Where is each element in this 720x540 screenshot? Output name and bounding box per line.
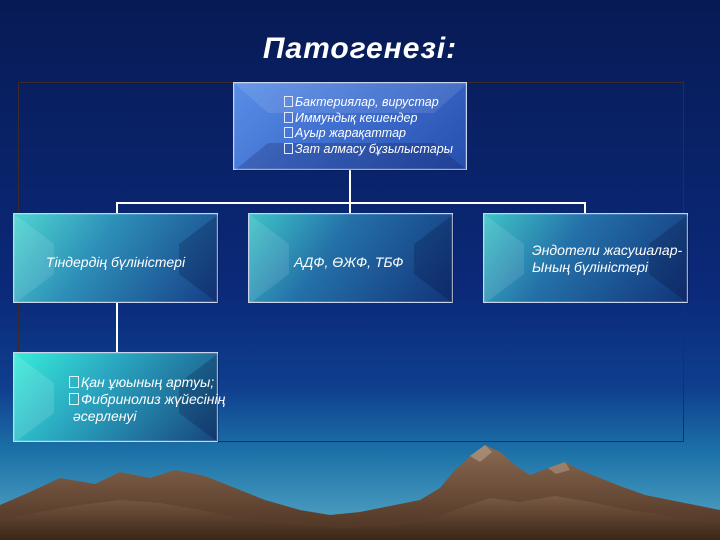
sub-item-text: Қан ұюының артуы; [81,374,215,390]
root-item-text: Ауыр жарақаттар [295,126,406,140]
root-item-text: Зат алмасу бұзылыстары [295,141,453,156]
connector-child-2 [349,202,351,214]
bullet-box-icon [284,111,293,123]
root-item-text: Бактериялар, вирустар [295,95,439,109]
slide-title: Патогенезі: [262,32,458,65]
sub-item: Қан ұюының артуы; [69,374,225,391]
bullet-box-icon [284,142,293,154]
root-item-text: Иммундық кешендер [295,110,418,125]
child-text-line: Эндотели жасушалар- [532,242,683,258]
child-text: АДФ, ӨЖФ, ТБФ [294,254,404,270]
bullet-box-icon [284,96,293,107]
bullet-box-icon [69,393,79,405]
root-item: Зат алмасу бұзылыстары [284,142,453,158]
sub-item-text: әсерленуі [73,408,137,424]
root-cause-list: Бактериялар, вирустар Иммундық кешендер … [284,95,453,157]
connector-sub [116,303,118,353]
sub-item: Фибринолиз жүйесінің [69,391,225,408]
child-text: Эндотели жасушалар- Ының бүліністері [532,242,687,276]
root-item: Ауыр жарақаттар [284,126,453,142]
bullet-box-icon [284,127,293,138]
sub-list: Қан ұюының артуы; Фибринолиз жүйесінің ә… [69,374,225,425]
bullet-box-icon [69,376,79,388]
sub-item-text: Фибринолиз жүйесінің [81,391,226,407]
sub-item-continuation: әсерленуі [69,408,225,425]
connector-child-1 [116,202,118,214]
root-item: Иммундық кешендер [284,111,453,127]
child-text-line: Ының бүліністері [532,259,649,275]
child-text: Тіндердің бүліністері [45,254,186,270]
root-item: Бактериялар, вирустар [284,95,453,111]
connector-child-3 [584,202,586,214]
connector-root-down [349,170,351,203]
